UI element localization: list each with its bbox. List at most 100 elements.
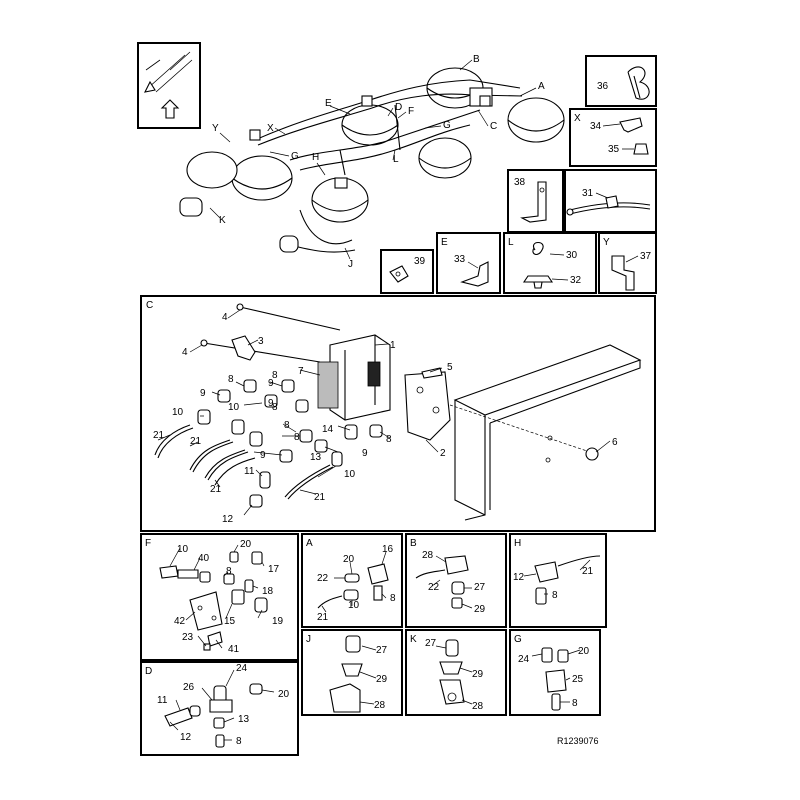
callout-11: 11	[244, 466, 255, 477]
panel-31: 31	[564, 169, 657, 233]
panel-k-title: K	[410, 634, 417, 645]
callout-30: 30	[566, 250, 578, 261]
overview-label: C	[490, 121, 497, 132]
panel-d-callouts: 24 26 20 11 13 12 8	[157, 663, 290, 747]
panel-x-title: X	[574, 113, 581, 124]
overview-label: G	[443, 120, 451, 131]
panel-j-title: J	[306, 634, 311, 645]
callout-6: 6	[612, 437, 618, 448]
panel-38: 38	[507, 169, 564, 233]
panel-c: C	[140, 295, 656, 532]
callout-25: 25	[572, 674, 584, 685]
callout-15: 15	[224, 616, 236, 627]
panel-k-callouts: 27 29 28	[425, 638, 484, 712]
callout-27: 27	[376, 645, 388, 656]
callout-10: 10	[177, 544, 189, 555]
panel-a: A	[301, 533, 403, 628]
panel-e: E 33	[436, 232, 501, 294]
callout-22: 22	[317, 573, 329, 584]
callout-3: 3	[258, 336, 264, 347]
callout-8: 8	[284, 420, 290, 431]
overview-label: G	[291, 151, 299, 162]
panel-y-title: Y	[603, 237, 610, 248]
callout-29: 29	[376, 674, 388, 685]
panel-k: K	[405, 629, 507, 716]
callout-8: 8	[390, 593, 396, 604]
panel-g: G	[509, 629, 601, 716]
overview-labels: A B C D E F G G H J K L X Y	[209, 54, 545, 270]
panel-a-callouts: 20 16 22 8 10 21	[317, 544, 396, 623]
callout-34: 34	[590, 121, 602, 132]
callout-24: 24	[518, 654, 530, 665]
callout-36: 36	[597, 81, 609, 92]
callout-33: 33	[454, 254, 466, 265]
callout-27: 27	[474, 582, 486, 593]
overview-label: X	[267, 123, 274, 134]
callout-8: 8	[272, 370, 278, 381]
overview-label: A	[538, 81, 545, 92]
panel-b: B	[405, 533, 507, 628]
overview-label: F	[408, 106, 414, 117]
panel-c-title: C	[146, 300, 153, 311]
overview-label: E	[325, 98, 332, 109]
callout-24: 24	[236, 663, 248, 674]
callout-5: 5	[447, 362, 453, 373]
callout-41: 41	[228, 644, 240, 655]
callout-8: 8	[386, 434, 392, 445]
callout-11: 11	[157, 695, 168, 706]
callout-26: 26	[183, 682, 195, 693]
callout-9: 9	[268, 378, 274, 389]
callout-9: 9	[200, 388, 206, 399]
overview-label: B	[473, 54, 480, 65]
callout-14: 14	[322, 424, 334, 435]
callout-37: 37	[640, 251, 652, 262]
panel-d: D	[140, 661, 299, 756]
overview-drawing	[179, 67, 565, 253]
callout-20: 20	[278, 689, 290, 700]
panel-36: 36	[585, 55, 657, 107]
overview-label: K	[219, 215, 226, 226]
orientation-box	[137, 42, 201, 129]
callout-10: 10	[344, 469, 356, 480]
callout-10: 10	[228, 402, 240, 413]
callout-21: 21	[582, 566, 594, 577]
panel-l: L 30 32	[503, 232, 597, 294]
panel-l-title: L	[508, 237, 514, 248]
callout-39: 39	[414, 256, 426, 267]
overview-label: J	[348, 259, 353, 270]
panel-j-callouts: 27 29 28	[374, 645, 388, 711]
callout-4: 4	[222, 312, 228, 323]
overview-label: D	[395, 102, 402, 113]
panel-d-title: D	[145, 666, 152, 677]
callout-28: 28	[374, 700, 386, 711]
callout-23: 23	[182, 632, 194, 643]
overview-label: L	[393, 154, 399, 165]
panel-j: J	[301, 629, 403, 716]
callout-21: 21	[314, 492, 326, 503]
callout-21: 21	[210, 484, 222, 495]
callout-9: 9	[362, 448, 368, 459]
callout-10: 10	[172, 407, 184, 418]
callout-16: 16	[382, 544, 394, 555]
up-arrow-icon	[160, 99, 180, 119]
callout-42: 42	[174, 616, 186, 627]
callout-4: 4	[182, 347, 188, 358]
panel-y: Y 37	[598, 232, 657, 294]
panel-b-title: B	[410, 538, 417, 549]
panel-f-title: F	[145, 538, 151, 549]
callout-35: 35	[608, 144, 620, 155]
callout-22: 22	[428, 582, 440, 593]
panel-h-callouts: 12 21 8	[513, 566, 594, 601]
callout-8: 8	[226, 566, 232, 577]
callout-31: 31	[582, 188, 594, 199]
overview-label: Y	[212, 123, 219, 134]
callout-8: 8	[572, 698, 578, 709]
callout-18: 18	[262, 586, 274, 597]
callout-8: 8	[236, 736, 242, 747]
callout-8: 8	[294, 432, 300, 443]
callout-27: 27	[425, 638, 437, 649]
panel-f: F	[140, 533, 299, 661]
reference-number: R1239076	[557, 736, 599, 746]
callout-9: 9	[268, 398, 274, 409]
callout-12: 12	[513, 572, 525, 583]
